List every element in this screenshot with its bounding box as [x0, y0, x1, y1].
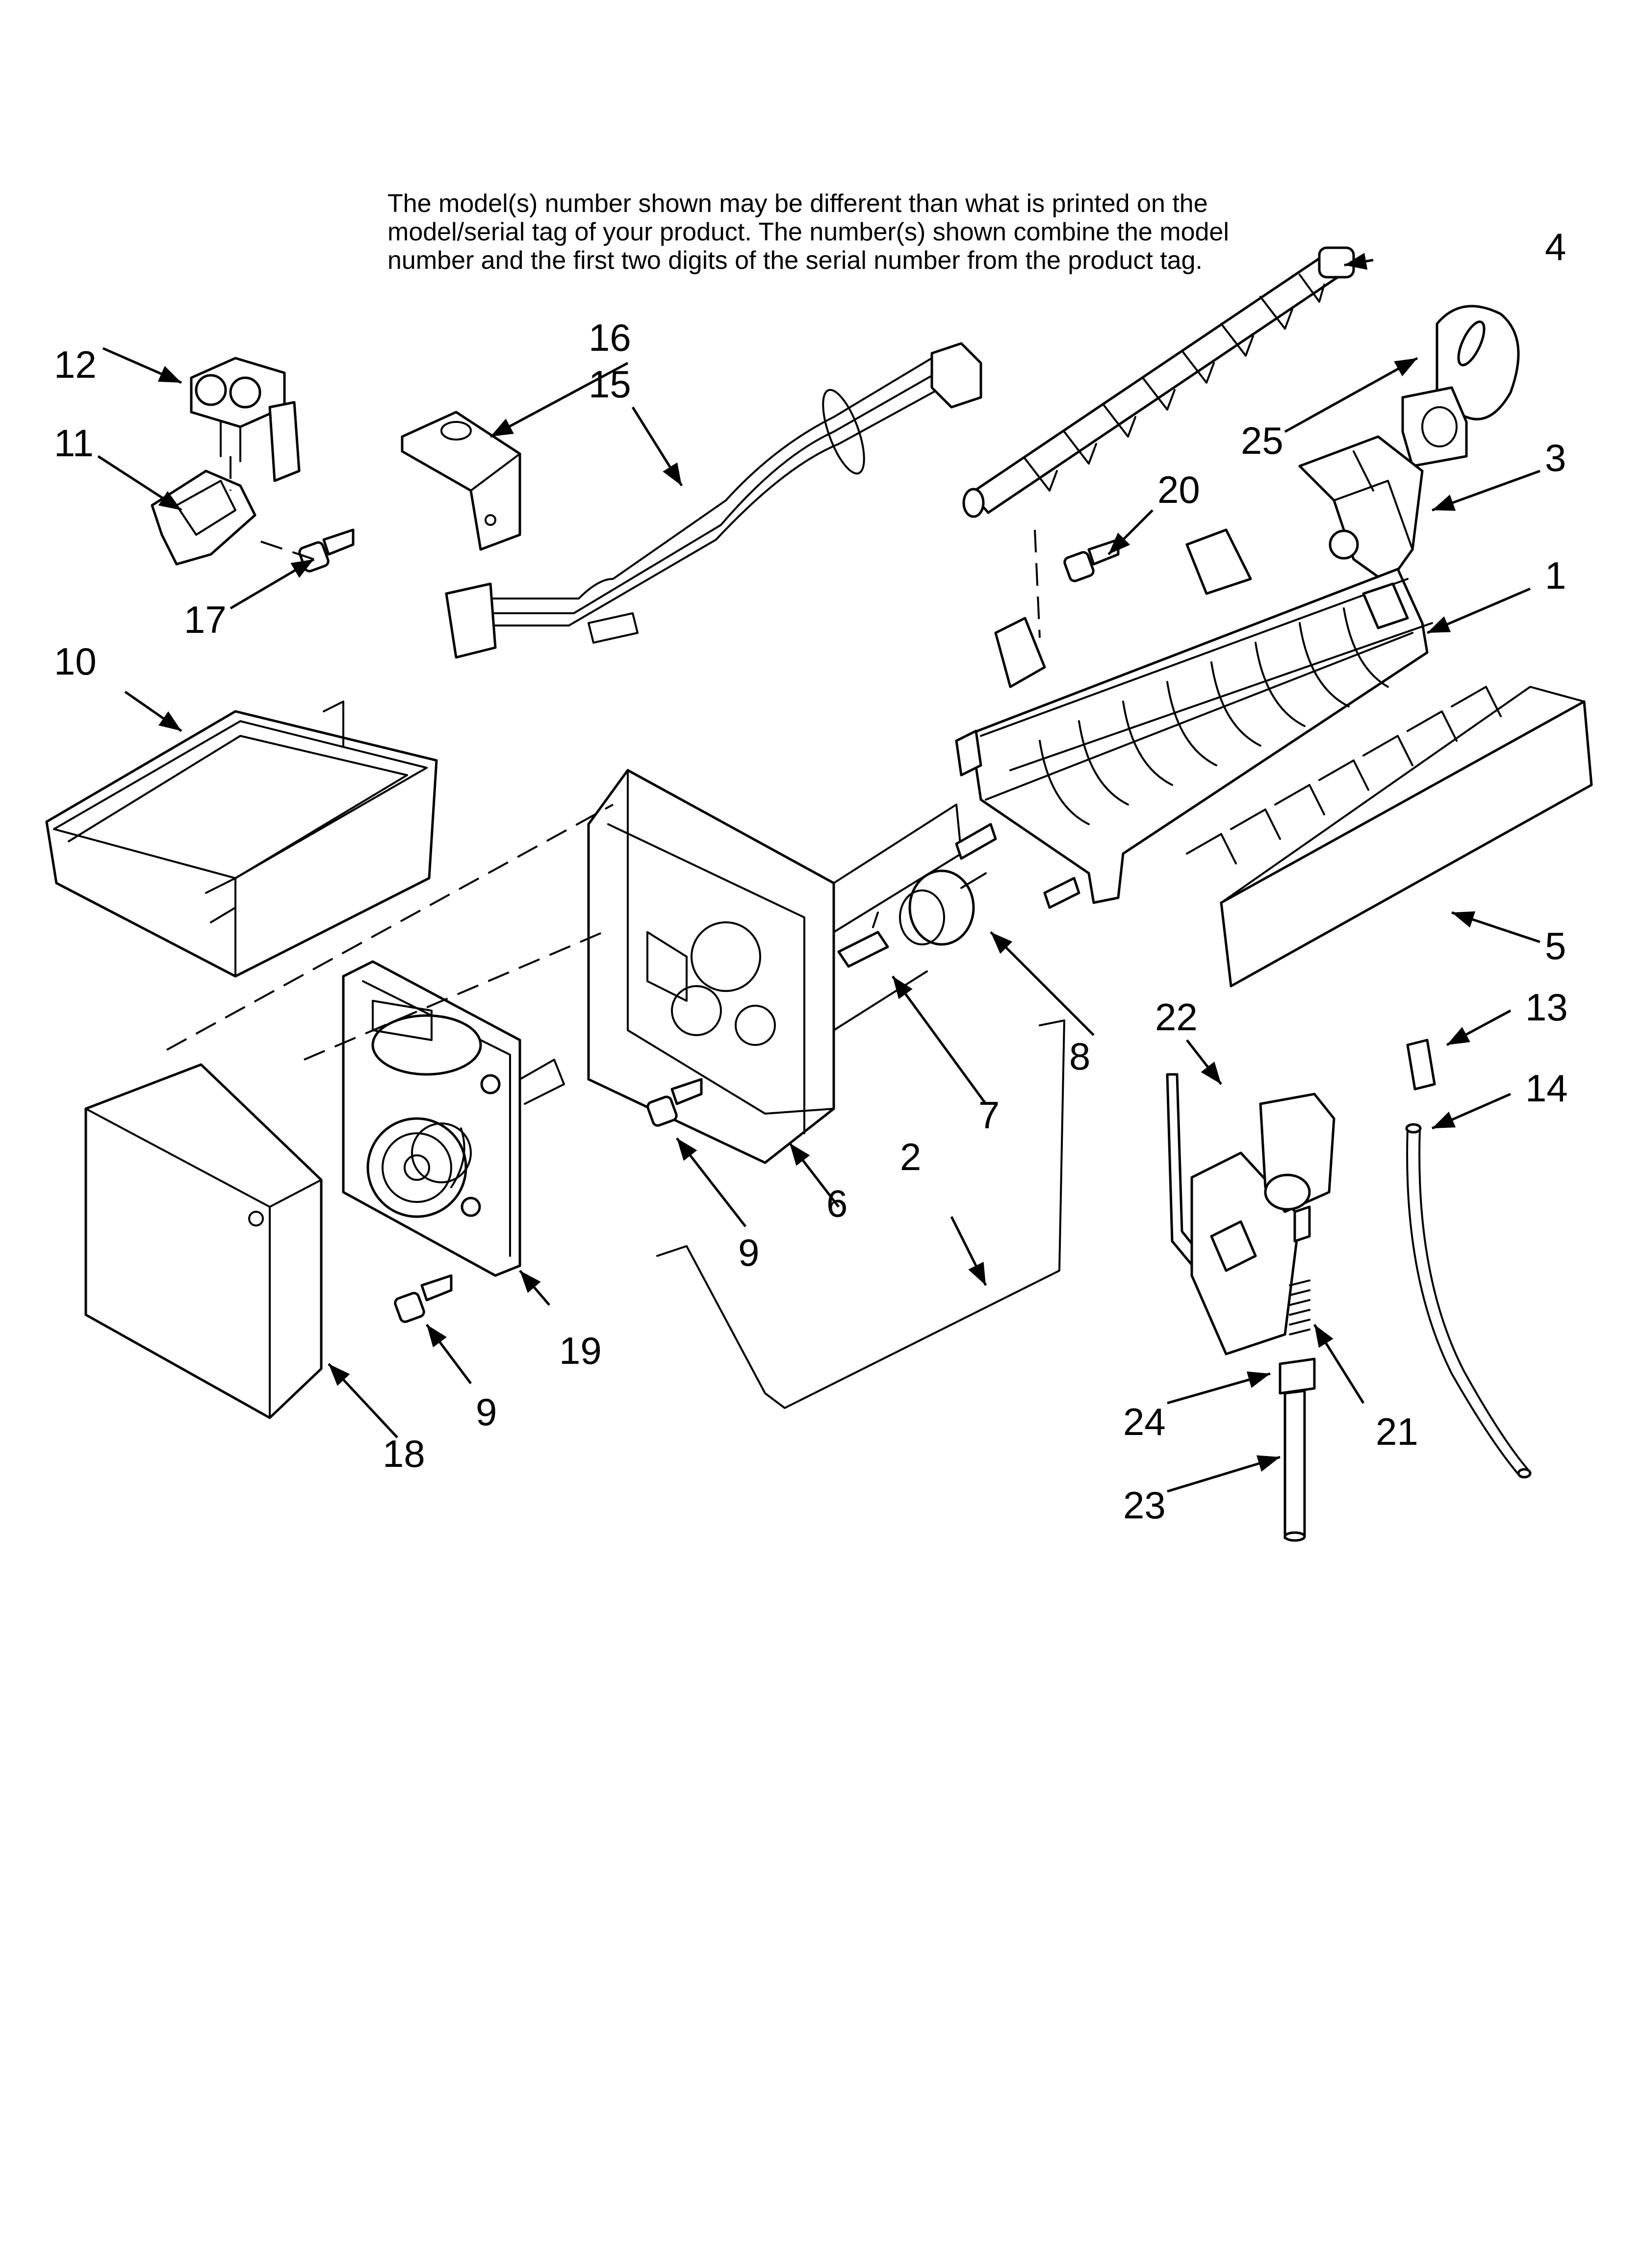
- cap-part-13: [1406, 1039, 1436, 1091]
- note-line-3: number and the first two digits of the s…: [387, 246, 1203, 275]
- assembly-guide-lines: [166, 456, 1041, 1061]
- callout-13: 13: [1525, 986, 1568, 1029]
- spring-part-21: [1289, 1279, 1310, 1335]
- stripper-part-5: [1186, 686, 1593, 988]
- ice-bin-part-10: [45, 701, 438, 978]
- screw-part-9-lower: [394, 1274, 453, 1323]
- callout-23: 23: [1123, 1484, 1166, 1527]
- leader-arrows: [97, 253, 1540, 1493]
- callout-24: 24: [1123, 1400, 1166, 1443]
- water-valve-part-12: [190, 357, 301, 482]
- callout-9-lower: 9: [476, 1390, 497, 1434]
- bail-arm-part-2: [656, 1019, 1065, 1409]
- callout-22: 22: [1155, 995, 1198, 1039]
- callout-7: 7: [978, 1094, 1000, 1137]
- callout-20: 20: [1157, 468, 1200, 511]
- tubing-part-14: [1405, 1123, 1532, 1479]
- motor-part-8: [899, 823, 1080, 946]
- callout-3: 3: [1545, 436, 1566, 479]
- housing-part-6: [587, 769, 962, 1164]
- ejector-part-4: [962, 246, 1355, 518]
- callout-17: 17: [184, 598, 227, 641]
- callout-6: 6: [826, 1182, 847, 1225]
- control-board-part-19: [342, 960, 565, 1277]
- bracket-part-3: [1298, 435, 1424, 585]
- callout-1: 1: [1545, 554, 1566, 597]
- callout-10: 10: [54, 640, 97, 683]
- callout-19: 19: [559, 1329, 602, 1372]
- callout-21: 21: [1376, 1410, 1418, 1453]
- wire-harness-part-15: [445, 342, 982, 659]
- mold-part-1: [955, 528, 1433, 904]
- callout-11: 11: [54, 421, 94, 465]
- callout-18: 18: [383, 1432, 425, 1475]
- nut-part-24: [1279, 1357, 1316, 1395]
- note-line-2: model/serial tag of your product. The nu…: [387, 218, 1229, 246]
- bracket-part-16: [401, 411, 521, 551]
- callout-2: 2: [900, 1135, 921, 1178]
- cover-part-18: [84, 1063, 323, 1419]
- callout-16: 16: [589, 316, 631, 359]
- note-line-1: The model(s) number shown may be differe…: [387, 189, 1208, 218]
- fill-valve-part-22: [1166, 1073, 1335, 1356]
- callout-15: 15: [589, 363, 631, 406]
- valve-bracket-part-11: [151, 469, 257, 566]
- callout-4: 4: [1545, 225, 1566, 268]
- screw-part-20: [1063, 538, 1120, 582]
- shutoff-arm-part-25: [1401, 305, 1520, 468]
- callout-5: 5: [1545, 924, 1566, 967]
- model-number-note: The model(s) number shown may be differe…: [387, 189, 1229, 275]
- callout-labels: 4 16 15 12 11 25 3 20 1 17 10 5 22 13 8 …: [54, 225, 1568, 1527]
- callout-9-upper: 9: [738, 1231, 759, 1274]
- fill-tube-part-23: [1283, 1389, 1306, 1542]
- screw-part-9-upper: [646, 1078, 703, 1127]
- switch-part-7: [837, 912, 889, 968]
- callout-8: 8: [1069, 1035, 1090, 1078]
- callout-14: 14: [1525, 1067, 1568, 1110]
- callout-25: 25: [1241, 419, 1283, 462]
- callout-12: 12: [54, 343, 97, 386]
- screw-part-17: [298, 528, 355, 573]
